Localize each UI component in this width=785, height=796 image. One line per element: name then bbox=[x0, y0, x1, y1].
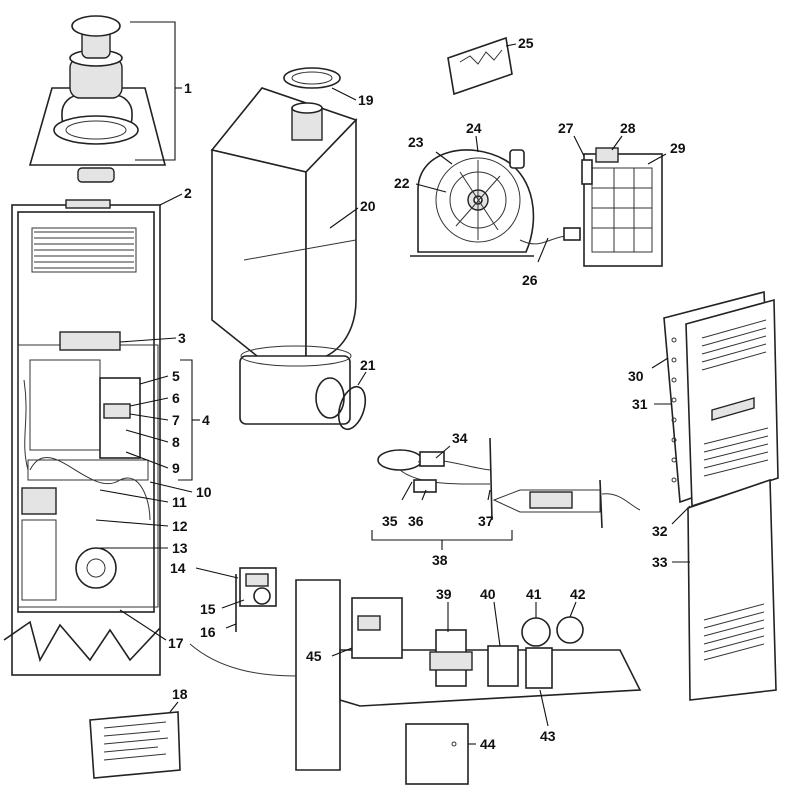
part-heat-exchanger bbox=[210, 67, 359, 425]
label-7: 7 bbox=[172, 412, 180, 428]
label-20: 20 bbox=[360, 198, 376, 214]
label-38: 38 bbox=[432, 552, 448, 568]
label-39: 39 bbox=[436, 586, 452, 602]
label-25: 25 bbox=[518, 35, 534, 51]
label-15: 15 bbox=[200, 601, 216, 617]
label-34: 34 bbox=[452, 430, 468, 446]
label-29: 29 bbox=[670, 140, 686, 156]
part-gas-valve bbox=[195, 567, 277, 632]
label-19: 19 bbox=[358, 92, 374, 108]
label-9: 9 bbox=[172, 460, 180, 476]
label-8: 8 bbox=[172, 434, 180, 450]
label-1: 1 bbox=[184, 80, 192, 96]
label-32: 32 bbox=[652, 523, 668, 539]
cabinet-leader-lines bbox=[95, 337, 200, 641]
label-12: 12 bbox=[172, 518, 188, 534]
part-instruction-manual bbox=[89, 701, 181, 779]
label-22: 22 bbox=[394, 175, 410, 191]
part-blower-assembly bbox=[410, 135, 581, 263]
part-roof-jack bbox=[28, 15, 182, 183]
part-control-panel bbox=[189, 579, 642, 785]
label-40: 40 bbox=[480, 586, 496, 602]
label-16: 16 bbox=[200, 624, 216, 640]
label-2: 2 bbox=[184, 185, 192, 201]
label-17: 17 bbox=[168, 635, 184, 651]
label-21: 21 bbox=[360, 357, 376, 373]
label-13: 13 bbox=[172, 540, 188, 556]
label-36: 36 bbox=[408, 513, 424, 529]
label-42: 42 bbox=[570, 586, 586, 602]
label-45: 45 bbox=[306, 648, 322, 664]
label-37: 37 bbox=[478, 513, 494, 529]
label-6: 6 bbox=[172, 390, 180, 406]
label-44: 44 bbox=[480, 736, 496, 752]
label-30: 30 bbox=[628, 368, 644, 384]
label-4: 4 bbox=[202, 412, 210, 428]
label-24: 24 bbox=[466, 120, 482, 136]
label-10: 10 bbox=[196, 484, 212, 500]
part-upper-door bbox=[651, 290, 779, 525]
label-5: 5 bbox=[172, 368, 180, 384]
part-coil-housing bbox=[573, 135, 667, 267]
part-number-labels: 1 2 3 4 5 6 7 8 9 10 11 12 13 14 15 16 1… bbox=[168, 35, 686, 752]
label-14: 14 bbox=[170, 560, 186, 576]
label-35: 35 bbox=[382, 513, 398, 529]
part-lower-door bbox=[672, 478, 777, 701]
label-26: 26 bbox=[522, 272, 538, 288]
label-41: 41 bbox=[526, 586, 542, 602]
label-11: 11 bbox=[172, 494, 187, 510]
label-27: 27 bbox=[558, 120, 574, 136]
label-33: 33 bbox=[652, 554, 668, 570]
part-gasket bbox=[337, 371, 367, 431]
label-31: 31 bbox=[632, 396, 648, 412]
part-burner-assembly bbox=[371, 437, 641, 550]
label-28: 28 bbox=[620, 120, 636, 136]
part-control-board bbox=[447, 36, 517, 96]
part-furnace-cabinet bbox=[3, 193, 183, 676]
label-43: 43 bbox=[540, 728, 556, 744]
label-23: 23 bbox=[408, 134, 424, 150]
label-18: 18 bbox=[172, 686, 188, 702]
label-3: 3 bbox=[178, 330, 186, 346]
